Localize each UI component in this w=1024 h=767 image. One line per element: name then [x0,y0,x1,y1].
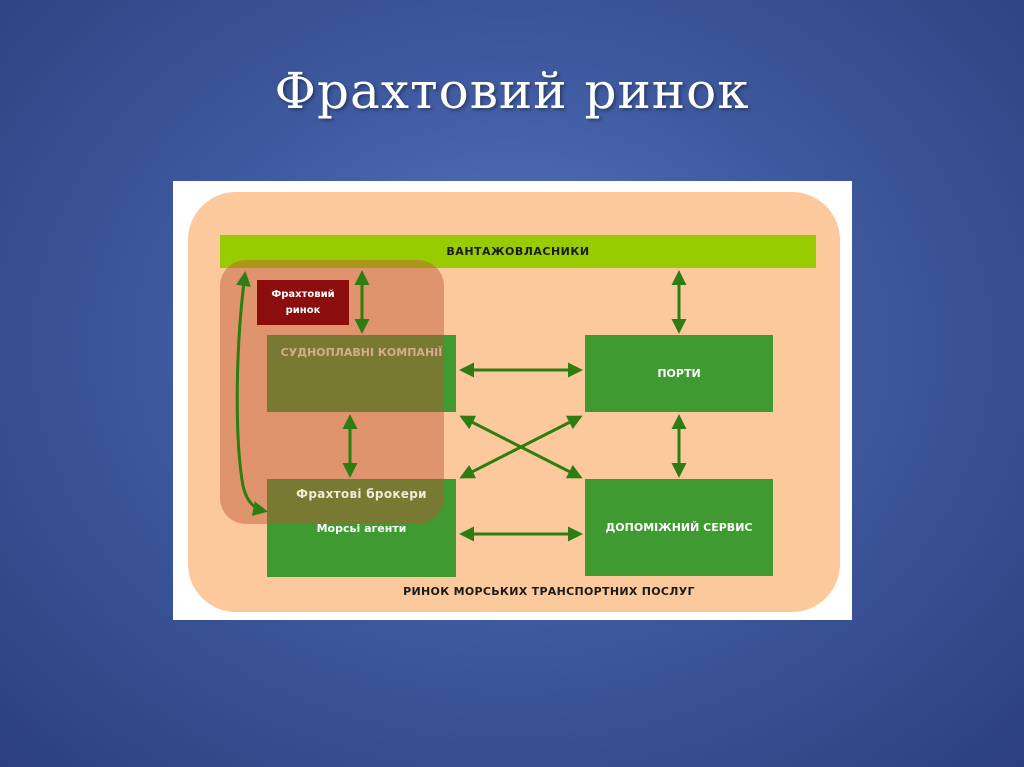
diagram-frame: ВАНТАЖОВЛАСНИКИ СУДНОПЛАВНІ КОМПАНІЇ ПОР… [173,181,852,620]
connection-arrows [235,270,687,542]
sea-agents-label: Морсьі агенти [316,522,407,535]
shipping-companies-label: СУДНОПЛАВНІ КОМПАНІЇ [280,346,443,359]
arrow-ports-agents [459,415,583,479]
slide-title: Фрахтовий ринок [274,62,750,120]
market-footer-label: РИНОК МОРСЬКИХ ТРАНСПОРТНИХ ПОСЛУГ [403,585,695,598]
ports-box: ПОРТИ [585,335,773,412]
freight-brokers-label: Фрахтові брокери [296,487,427,501]
auxiliary-service-label: ДОПОМІЖНИЙ СЕРВИС [605,520,753,534]
sea-agents-box: Морсьі агенти [267,479,456,577]
cargo-owners-bar: ВАНТАЖОВЛАСНИКИ [220,235,816,268]
shipping-companies-box: СУДНОПЛАВНІ КОМПАНІЇ [267,335,456,412]
cargo-owners-label: ВАНТАЖОВЛАСНИКИ [446,245,590,258]
arrow-freight-loop [235,271,268,516]
auxiliary-service-box: ДОПОМІЖНИЙ СЕРВИС [585,479,773,576]
ports-label: ПОРТИ [657,366,701,380]
freight-market-label: Фрахтовий ринок [257,280,349,325]
